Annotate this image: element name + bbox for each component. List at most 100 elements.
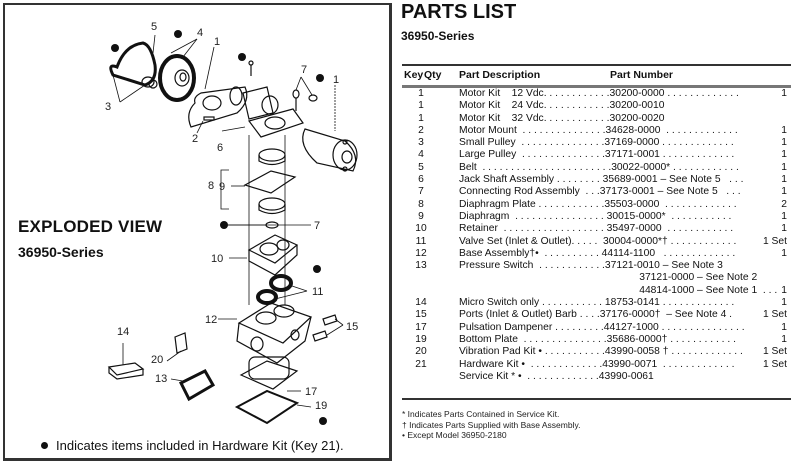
row-qty: 1 xyxy=(781,88,787,99)
row-qty: 1 xyxy=(781,161,787,173)
parts-table-body: 1 Motor Kit 12 Vdc. . . . . . . . . . . .… xyxy=(395,88,800,383)
row-key: 4 xyxy=(418,149,424,161)
callout-label: 14 xyxy=(117,326,129,338)
valve-set-part xyxy=(256,274,293,305)
row-key: 15 xyxy=(415,309,427,321)
row-key: 8 xyxy=(418,198,424,210)
parts-table-row: 1 Motor Kit 12 Vdc. . . . . . . . . . . .… xyxy=(395,88,800,100)
callout-label: 17 xyxy=(305,386,317,398)
jack-shaft-part xyxy=(242,86,304,138)
row-key: 21 xyxy=(415,358,427,370)
divider xyxy=(402,64,791,66)
row-qty: 1 Set xyxy=(762,235,787,247)
row-qty: 1 Set xyxy=(762,358,787,370)
exploded-view-subtitle: 36950-Series xyxy=(18,244,104,260)
row-key: 1 xyxy=(418,88,424,99)
row-qty: 1 Set xyxy=(762,346,787,358)
row-key: 6 xyxy=(418,174,424,186)
bullet-dot-icon xyxy=(41,442,48,450)
parts-table-header: Key Qty Part Description Part Number xyxy=(404,69,789,84)
belt-part xyxy=(109,41,157,87)
micro-switch-part xyxy=(107,362,145,380)
row-key: 19 xyxy=(415,333,427,345)
bottom-plate-part xyxy=(234,389,300,425)
parts-table-row: 2 Motor Mount . . . . . . . . . . . . . .… xyxy=(395,125,800,137)
row-key: 2 xyxy=(418,124,424,136)
parts-list-panel: PARTS LIST 36950-Series Key Qty Part Des… xyxy=(395,0,800,465)
callout-label: 8 xyxy=(208,180,214,192)
row-description: Service Kit * • . . . . . . . . . . . . … xyxy=(459,370,654,382)
row-qty: 1 xyxy=(781,149,787,161)
row-qty: 1 xyxy=(781,321,787,333)
row-qty: 1 xyxy=(781,137,787,149)
row-key: 1 xyxy=(418,100,424,112)
motor-part xyxy=(302,128,358,172)
row-description: Motor Kit 12 Vdc. . . . . . . . . . . .3… xyxy=(459,88,739,99)
parts-table-row: 19 Bottom Plate . . . . . . . . . . . . .… xyxy=(395,334,800,346)
parts-table-row: 4 Large Pulley . . . . . . . . . . . . . … xyxy=(395,149,800,161)
parts-table-row: 44814-1000 – See Note 1 . . .1 xyxy=(395,285,800,297)
pulsation-dampener-part xyxy=(239,356,299,390)
row-key: 13 xyxy=(415,260,427,272)
row-description: Motor Mount . . . . . . . . . . . . . . … xyxy=(459,124,738,136)
row-qty: 1 xyxy=(781,333,787,345)
diaphragm-plate-part xyxy=(258,148,286,215)
parts-list-subtitle: 36950-Series xyxy=(401,29,475,43)
exploded-view-panel: 5 4 1 3 2 6 7 1 8 9 7 10 11 12 14 15 20 … xyxy=(3,3,392,461)
callout-label: 19 xyxy=(315,400,327,412)
row-description: Valve Set (Inlet & Outlet). . . . . 3000… xyxy=(459,235,737,247)
row-qty: 2 xyxy=(781,198,787,210)
callout-label: 4 xyxy=(197,27,203,39)
row-key: 11 xyxy=(415,235,427,247)
exploded-view-diagram: 5 4 1 3 2 6 7 1 8 9 7 10 11 12 14 15 20 … xyxy=(105,21,358,425)
row-qty: 1 xyxy=(781,284,787,296)
motor-mount-part xyxy=(188,86,248,128)
callout-label: 11 xyxy=(312,286,323,298)
header-key: Key xyxy=(404,69,424,81)
callout-label: 1 xyxy=(333,74,339,86)
row-key: 1 xyxy=(418,112,424,124)
parts-table-row: 37121-0000 – See Note 2 xyxy=(395,272,800,284)
row-qty: 1 Set xyxy=(762,309,787,321)
header-description: Part Description xyxy=(459,69,541,81)
callout-label: 1 xyxy=(214,36,220,48)
row-description: Large Pulley . . . . . . . . . . . . . .… xyxy=(459,149,735,161)
hardware-kit-note: Indicates items included in Hardware Kit… xyxy=(41,438,344,453)
small-pulley-part xyxy=(141,76,158,89)
row-qty: 1 xyxy=(781,247,787,259)
parts-table-row: 1 Motor Kit 32 Vdc. . . . . . . . . . . .… xyxy=(395,113,800,125)
row-description: Ports (Inlet & Outlet) Barb . . . .37176… xyxy=(459,309,733,321)
pressure-switch-part xyxy=(178,369,216,402)
parts-table-row: 15 Ports (Inlet & Outlet) Barb . . . .371… xyxy=(395,309,800,321)
row-key: 3 xyxy=(418,137,424,149)
diaphragm-part xyxy=(243,170,297,194)
row-description: Jack Shaft Assembly . . . . . . . . 3568… xyxy=(459,174,744,186)
callout-label: 12 xyxy=(205,314,217,326)
retainer-part xyxy=(247,234,299,276)
row-qty: 1 xyxy=(781,223,787,235)
row-key: 9 xyxy=(418,210,424,222)
callout-label: 10 xyxy=(211,253,223,265)
callout-label: 7 xyxy=(314,220,320,232)
callout-label: 20 xyxy=(151,354,163,366)
row-description: Bottom Plate . . . . . . . . . . . . . .… xyxy=(459,333,736,345)
row-qty: 1 xyxy=(781,174,787,186)
row-description: 44814-1000 – See Note 1 . . . xyxy=(459,284,778,296)
row-description: Pulsation Dampener . . . . . . . . .4412… xyxy=(459,321,745,333)
row-description: Diaphragm . . . . . . . . . . . . . . . … xyxy=(459,210,732,222)
header-part-number: Part Number xyxy=(610,69,674,81)
row-description: Motor Kit 32 Vdc. . . . . . . . . . . .3… xyxy=(459,112,665,124)
row-qty: 1 xyxy=(781,297,787,309)
row-key: 7 xyxy=(418,186,424,198)
row-description: 37121-0000 – See Note 2 xyxy=(459,272,758,284)
